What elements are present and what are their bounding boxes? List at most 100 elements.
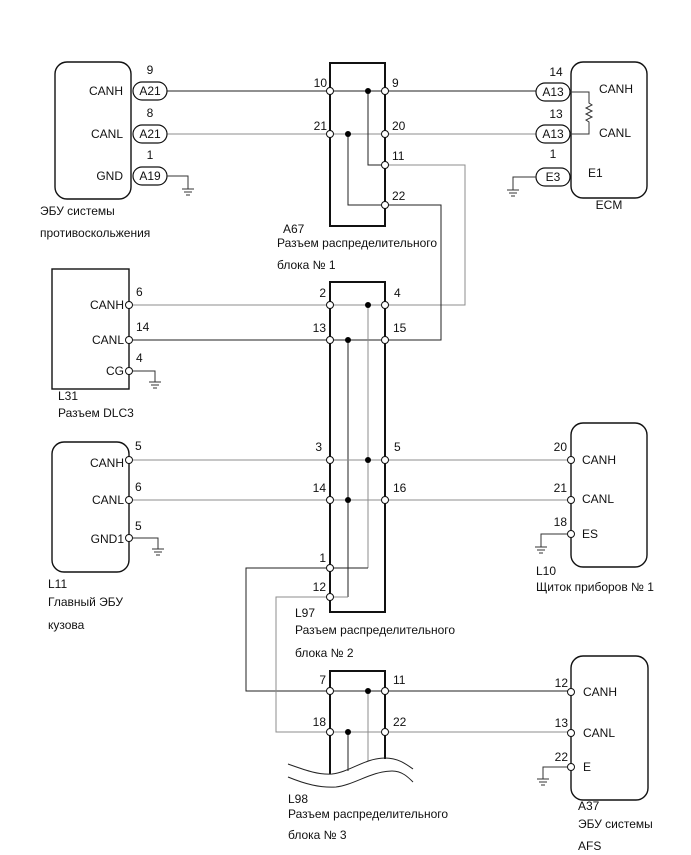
a67-pin-22-number: 22 xyxy=(392,189,406,203)
l97-pin-15-number: 15 xyxy=(393,321,407,335)
wire-a67-l97-canh xyxy=(385,164,466,306)
ecm-pin-canl-label: CANL xyxy=(599,126,631,140)
afs-pin-e-label: E xyxy=(583,760,591,774)
dlc3-code: L31 xyxy=(58,389,78,403)
l98-pin-7-number: 7 xyxy=(319,673,326,687)
l98-splice-canh xyxy=(365,688,371,694)
l97-splice-canl-b xyxy=(345,497,351,503)
l97-pin-2-number: 2 xyxy=(319,286,326,300)
l98-block-top xyxy=(329,670,386,691)
abs-pin-canl-label: CANL xyxy=(91,127,123,141)
ground-icon xyxy=(537,766,567,786)
body-ecu-pin-canh xyxy=(125,456,133,464)
a67-title-line2: блока № 1 xyxy=(277,258,336,272)
l97-title-line1: Разъем распределительного xyxy=(295,623,455,637)
abs-ecu-box xyxy=(54,61,132,200)
a67-pin-9-number: 9 xyxy=(392,76,399,90)
a67-pin-9 xyxy=(381,87,389,95)
l97-pin-13 xyxy=(326,336,334,344)
body-ecu-pin-canh-label: CANH xyxy=(90,456,124,470)
body-ecu-title-line2: кузова xyxy=(48,618,85,632)
body-ecu-pin-number-gnd1: 5 xyxy=(135,519,142,533)
l98-pin-11 xyxy=(381,687,389,695)
abs-pin-number-canl: 8 xyxy=(147,106,154,120)
dlc3-pin-cg-label: CG xyxy=(106,364,124,378)
a67-pin-10-number: 10 xyxy=(314,76,328,90)
wire-a67-canl-branch xyxy=(347,134,385,206)
afs-pin-canh-label: CANH xyxy=(583,685,617,699)
l98-splice-canl xyxy=(345,729,351,735)
l97-pin-2 xyxy=(326,301,334,309)
meter-code: L10 xyxy=(536,564,556,578)
ecm-connector-canh-code: A13 xyxy=(542,85,564,99)
afs-pin-canh xyxy=(567,688,575,696)
dlc3-pin-number-canh: 6 xyxy=(136,285,143,299)
l97-splice-canh-a xyxy=(365,302,371,308)
body-ecu-pin-number-canh: 5 xyxy=(135,439,142,453)
ground-icon xyxy=(133,537,164,556)
l98-pin-7 xyxy=(326,687,334,695)
l97-pin-4-number: 4 xyxy=(394,286,401,300)
ecm-connector-canl-code: A13 xyxy=(542,127,564,141)
l98-title-line1: Разъем распределительного xyxy=(288,807,448,821)
body-ecu-pin-canl-label: CANL xyxy=(92,493,124,507)
l97-pin-5 xyxy=(381,456,389,464)
a67-title-line1: Разъем распределительного xyxy=(277,236,437,250)
ecm-pin-number-canh: 14 xyxy=(549,65,563,79)
l97-pin-12 xyxy=(326,593,334,601)
abs-connector-gnd-code: A19 xyxy=(139,169,161,183)
meter-pin-es xyxy=(567,530,575,538)
body-ecu-code: L11 xyxy=(48,577,67,591)
body-ecu-pin-gnd1-label: GND1 xyxy=(91,532,125,546)
afs-pin-number-canl: 13 xyxy=(555,716,569,730)
wire-l97-l98-canl xyxy=(275,596,348,733)
l97-pin-4 xyxy=(381,301,389,309)
l98-pin-18-number: 18 xyxy=(313,715,327,729)
l98-title-line2: блока № 3 xyxy=(288,828,347,842)
ecm-connector-e1-code: E3 xyxy=(546,170,561,184)
main-body-ecu: CANH CANL GND1 5 6 5 L11 Главный ЭБУ куз… xyxy=(48,439,164,632)
afs-ecu-box xyxy=(570,655,649,801)
dlc3-pin-canl-label: CANL xyxy=(92,333,124,347)
dlc3-connector: CANH CANL CG 6 14 4 L31 Разъем DLC3 xyxy=(51,268,161,420)
l97-block-top xyxy=(329,281,386,305)
ecm-title: ECM xyxy=(596,198,623,212)
l97-pin-16 xyxy=(381,496,389,504)
l97-pin-12-number: 12 xyxy=(313,580,327,594)
ecm-pin-number-canl: 13 xyxy=(549,107,563,121)
l97-pin-15 xyxy=(381,336,389,344)
l97-block-body xyxy=(329,305,386,613)
body-ecu-pin-canl xyxy=(125,496,133,504)
ecm: CANH CANL E1 14 13 1 A13 A13 E3 ECM xyxy=(507,61,648,212)
l97-code: L97 xyxy=(295,606,315,620)
ground-icon xyxy=(167,175,194,196)
ground-icon xyxy=(535,533,567,554)
afs-pin-e xyxy=(567,763,575,771)
afs-ecu: CANH CANL E 12 13 22 A37 ЭБУ системы AFS xyxy=(537,655,653,853)
l98-pin-18 xyxy=(326,728,334,736)
l97-splice-canh-b xyxy=(365,457,371,463)
meter-box xyxy=(570,422,648,568)
abs-ecu-title-line2: противоскольжения xyxy=(40,226,150,240)
abs-pin-number-gnd: 1 xyxy=(147,148,154,162)
l97-pin-3-number: 3 xyxy=(315,440,322,454)
abs-ecu: CANH CANL GND 9 8 1 A21 A21 A19 ЭБУ сист… xyxy=(40,61,194,240)
a67-block-top xyxy=(329,62,386,91)
afs-pin-number-e: 22 xyxy=(555,750,569,764)
body-ecu-title-line1: Главный ЭБУ xyxy=(48,595,123,609)
a67-splice-canl xyxy=(345,131,351,137)
afs-pin-number-canh: 12 xyxy=(555,676,569,690)
dlc3-box xyxy=(51,268,130,390)
meter-title: Щиток приборов № 1 xyxy=(536,580,654,594)
ground-icon xyxy=(507,176,536,197)
abs-connector-canl-code: A21 xyxy=(139,127,161,141)
dlc3-pin-canh xyxy=(125,301,133,309)
a67-pin-22 xyxy=(381,201,389,209)
l98-pin-11-number: 11 xyxy=(393,673,406,687)
terminating-resistor-icon xyxy=(570,91,594,135)
break-wave-icon xyxy=(287,757,414,788)
combination-meter: CANH CANL ES 20 21 18 L10 Щиток приборов… xyxy=(535,422,654,594)
a67-pin-21 xyxy=(326,130,334,138)
abs-pin-canh-label: CANH xyxy=(89,84,123,98)
